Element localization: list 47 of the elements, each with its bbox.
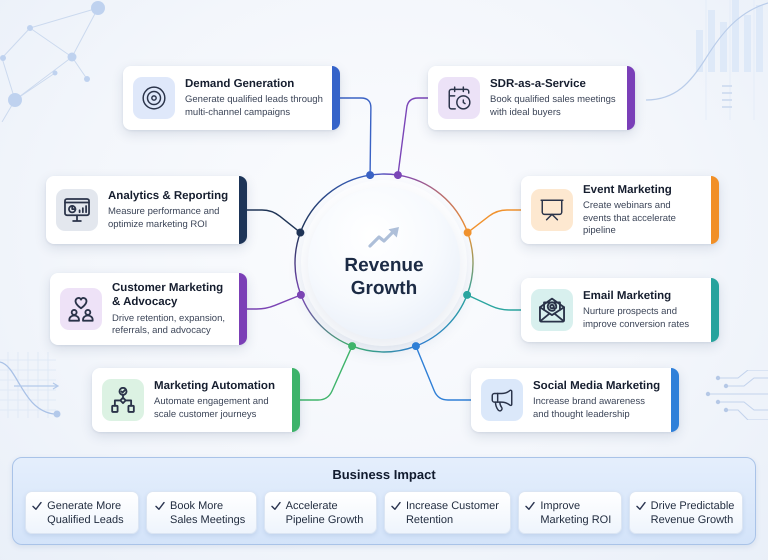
service-card [46, 176, 247, 244]
card-description: Automate engagement and scale customer journeys [154, 396, 270, 422]
connector-line [300, 342, 356, 401]
hub-title: Revenue Growth [343, 254, 425, 300]
connector-line [247, 290, 305, 310]
impact-chip [518, 491, 622, 534]
card-title: Analytics & Reporting [108, 188, 230, 204]
impact-chip [264, 491, 377, 534]
connector-line [464, 209, 521, 237]
card-description: Nurture prospects and improve conversion rates [583, 306, 690, 332]
service-card [521, 278, 719, 342]
chip-text: Drive Predictable Revenue Growth [650, 499, 736, 528]
card-description: Increase brand awareness and thought leadership [533, 396, 646, 422]
service-card [471, 368, 679, 432]
card-title: Social Media Marketing [533, 378, 661, 394]
card-description: Create webinars and events that accelerate pipeline [583, 200, 677, 238]
service-card [50, 273, 247, 345]
impact-panel [12, 457, 756, 545]
card-description: Measure performance and optimize marketing ROI [108, 206, 220, 232]
card-title: Email Marketing [583, 288, 672, 304]
connector-line [394, 97, 428, 180]
card-description: Drive retention, expansion, referrals, and advocacy [112, 312, 226, 338]
card-description: Book qualified sales meetings with ideal buyers [490, 94, 617, 120]
card-description: Generate qualified leads through multi-channel campaigns [185, 94, 324, 120]
chip-text: Improve Marketing ROI [540, 499, 612, 528]
service-card [428, 66, 635, 130]
service-card [123, 66, 340, 130]
connector-line [412, 342, 471, 401]
impact-chip [146, 491, 257, 534]
impact-chip [628, 491, 743, 534]
chip-text: Accelerate Pipeline Growth [286, 499, 364, 528]
card-title: Demand Generation [185, 76, 296, 92]
card-title: Event Marketing [583, 182, 673, 198]
panel-title: Business Impact [332, 467, 436, 483]
connector-line [463, 290, 521, 311]
impact-chip [384, 491, 512, 534]
card-title: SDR-as-a-Service [490, 76, 587, 92]
card-title: Marketing Automation [154, 378, 276, 394]
impact-chip [25, 491, 140, 534]
service-card [92, 368, 300, 432]
connector-line [340, 97, 374, 180]
chip-text: Increase Customer Retention [406, 499, 500, 528]
connector-line [247, 209, 304, 237]
chip-text: Generate More Qualified Leads [47, 499, 125, 528]
chip-text: Book More Sales Meetings [170, 499, 246, 528]
card-title: Customer Marketing & Advocacy [112, 280, 224, 310]
service-card [521, 176, 719, 244]
